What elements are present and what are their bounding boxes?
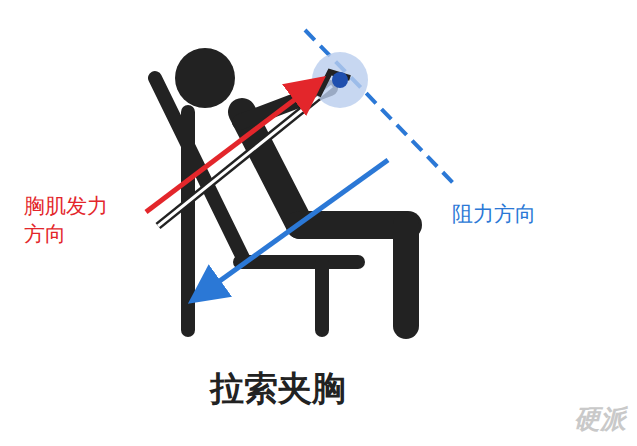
- resistance-label: 阻力方向: [452, 200, 562, 228]
- force-label: 胸肌发力方向: [24, 192, 116, 248]
- watermark: 硬派: [530, 402, 626, 437]
- title: 拉索夹胸: [168, 366, 388, 412]
